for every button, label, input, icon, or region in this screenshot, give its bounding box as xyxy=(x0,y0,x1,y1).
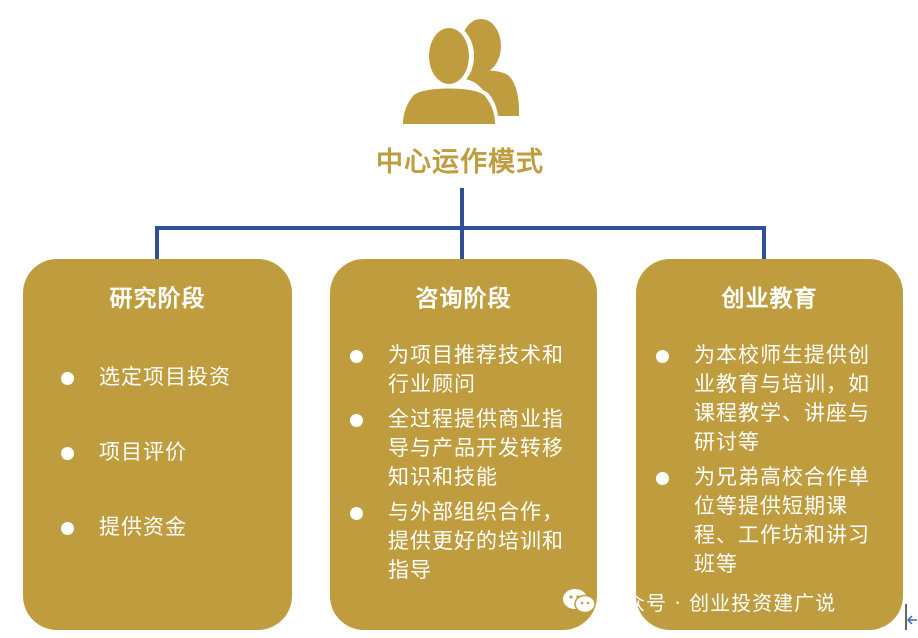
box-title: 研究阶段 xyxy=(109,286,206,312)
list-item: 为项目推荐技术和行业顾问 xyxy=(348,341,568,399)
item-text: 为本校师生提供创业教育与培训，如课程教学、讲座与研讨等 xyxy=(694,343,870,454)
item-text: 与外部组织合作，提供更好的培训和指导 xyxy=(388,500,564,582)
list-item: 为兄弟高校合作单位等提供短期课程、工作坊和讲习班等 xyxy=(654,463,880,579)
box-title: 咨询阶段 xyxy=(415,286,512,312)
box-title: 创业教育 xyxy=(721,286,818,312)
bullet-icon xyxy=(350,507,363,520)
item-text: 提供资金 xyxy=(99,515,187,539)
watermark: 公众号 · 创业投资建广说 xyxy=(562,586,836,616)
item-text: 选定项目投资 xyxy=(99,365,231,389)
list-item: 项目评价 xyxy=(59,438,278,467)
consulting-stage-box: 咨询阶段 为项目推荐技术和行业顾问 全过程提供商业指导与产品开发转移知识和技能 … xyxy=(330,259,597,630)
people-icon xyxy=(403,19,519,128)
bullet-icon xyxy=(656,472,669,485)
item-list: 选定项目投资 项目评价 提供资金 xyxy=(59,363,278,588)
bullet-icon xyxy=(61,522,74,535)
list-item: 提供资金 xyxy=(59,513,278,542)
wechat-icon xyxy=(563,589,596,614)
bullet-icon xyxy=(350,350,363,363)
research-stage-box: 研究阶段 选定项目投资 项目评价 提供资金 xyxy=(23,259,292,630)
bullet-icon xyxy=(61,447,74,460)
item-text: 项目评价 xyxy=(99,440,187,464)
list-item: 与外部组织合作，提供更好的培训和指导 xyxy=(348,498,568,585)
center-title: 中心运作模式 xyxy=(376,147,544,178)
item-text: 为项目推荐技术和行业顾问 xyxy=(388,343,564,396)
item-text: 为兄弟高校合作单位等提供短期课程、工作坊和讲习班等 xyxy=(694,465,870,576)
entrepreneurship-education-box: 创业教育 为本校师生提供创业教育与培训，如课程教学、讲座与研讨等 为兄弟高校合作… xyxy=(636,259,903,630)
list-item: 为本校师生提供创业教育与培训，如课程教学、讲座与研讨等 xyxy=(654,341,880,457)
watermark-text: 公众号 · 创业投资建广说 xyxy=(604,590,837,615)
corner-arrow-icon xyxy=(905,604,917,630)
list-item: 全过程提供商业指导与产品开发转移知识和技能 xyxy=(348,405,568,492)
item-list: 为本校师生提供创业教育与培训，如课程教学、讲座与研讨等 为兄弟高校合作单位等提供… xyxy=(654,341,880,585)
bullet-icon xyxy=(61,372,74,385)
item-text: 全过程提供商业指导与产品开发转移知识和技能 xyxy=(388,407,564,489)
bullet-icon xyxy=(656,350,669,363)
bullet-icon xyxy=(350,414,363,427)
list-item: 选定项目投资 xyxy=(59,363,278,392)
item-list: 为项目推荐技术和行业顾问 全过程提供商业指导与产品开发转移知识和技能 与外部组织… xyxy=(348,341,568,591)
